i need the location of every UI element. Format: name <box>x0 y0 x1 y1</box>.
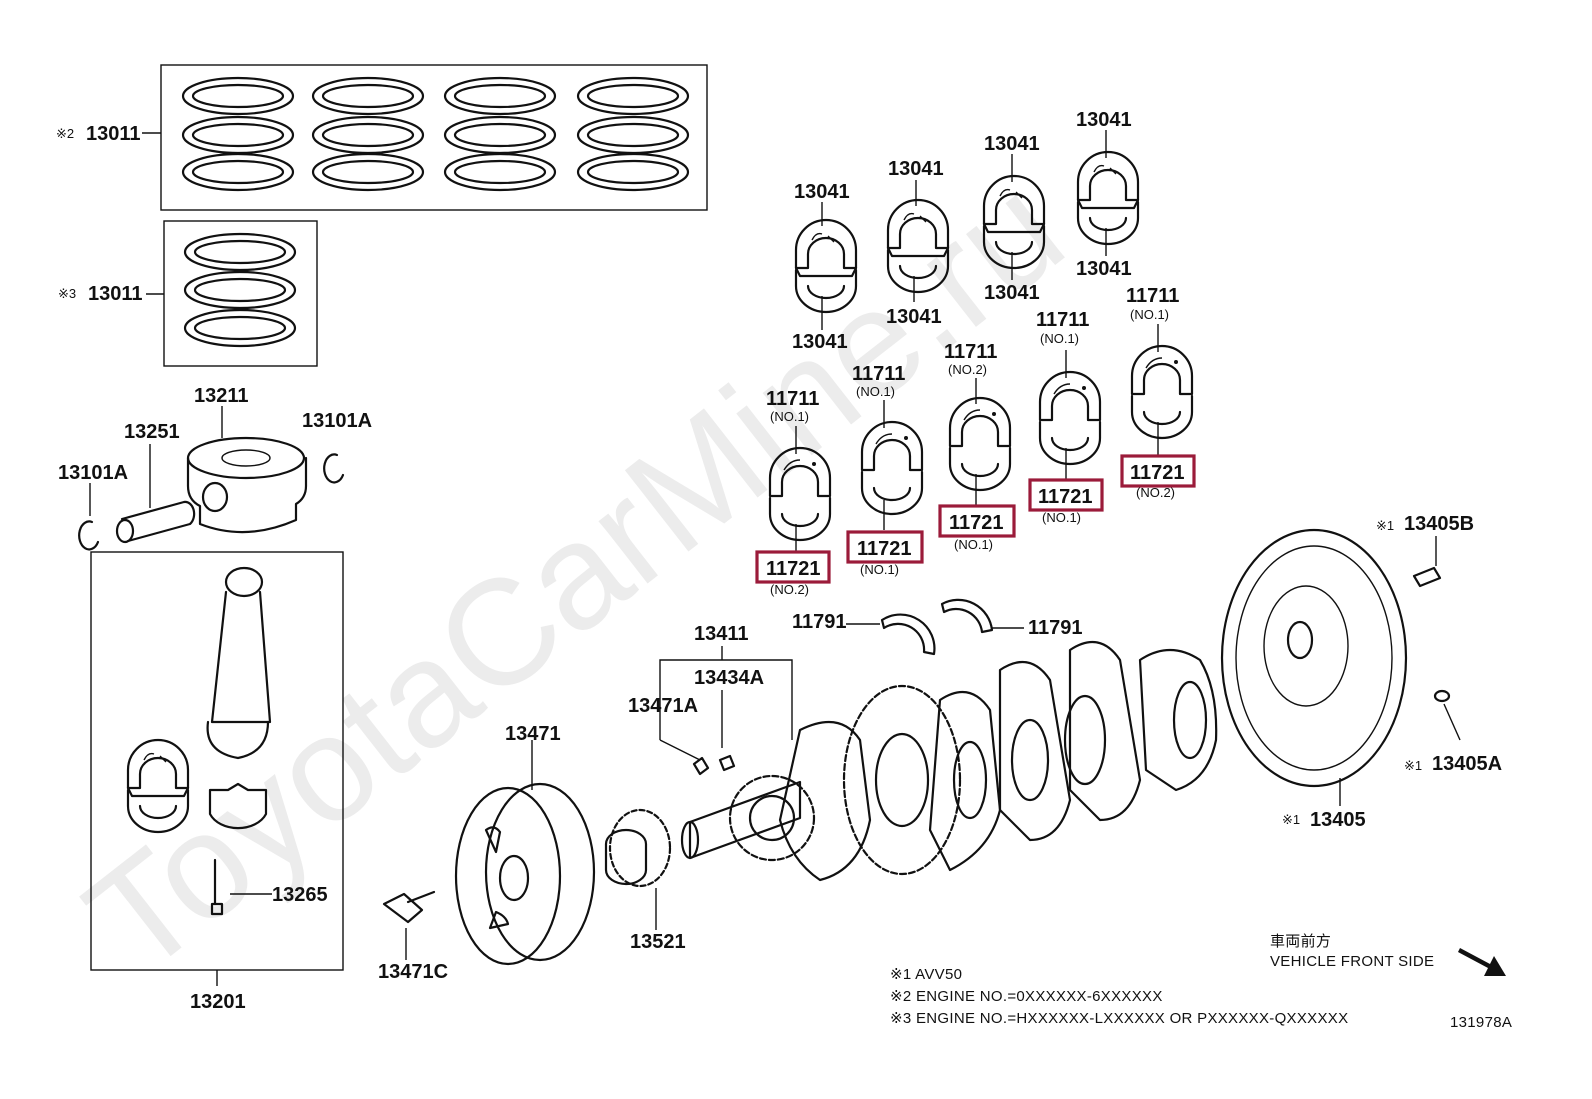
direction-jp: 車両前方 <box>1270 933 1331 950</box>
label-13471: 13471 <box>505 723 561 745</box>
sub-11721-m1: (NO.2) <box>770 582 809 597</box>
direction-en: VEHICLE FRONT SIDE <box>1270 953 1434 970</box>
sub-11721-m5: (NO.2) <box>1136 485 1175 500</box>
label-13041-r2-bottom: 13041 <box>886 306 942 328</box>
piston-ring-set-3: ※3 13011 <box>58 220 318 367</box>
note-1: ※1 AVV50 <box>890 966 962 983</box>
note-mark-1-pin: ※1 <box>1404 758 1422 773</box>
main-bearing-5: 11711 (NO.1) 11721 (NO.2) <box>1120 285 1196 500</box>
label-13041-r2-top: 13041 <box>888 158 944 180</box>
label-13405: 13405 <box>1310 809 1366 831</box>
thrust-washer-right: 11791 <box>940 598 1083 639</box>
figure-id: 131978A <box>1450 1014 1512 1031</box>
main-bearing-1: 11711 (NO.1) 11721 (NO.2) <box>755 388 832 597</box>
sub-11711-m4: (NO.1) <box>1040 331 1079 346</box>
label-11721-m3: 11721 <box>949 512 1004 534</box>
footnotes: ※1 AVV50 ※2 ENGINE NO.=0XXXXXX-6XXXXXX ※… <box>890 966 1348 1027</box>
thrust-washer-left: 11791 <box>792 611 936 656</box>
rod-bearing-1: 13041 13041 <box>792 181 858 353</box>
rod-bearing-2: 13041 13041 <box>886 158 950 328</box>
label-11721-m4: 11721 <box>1038 486 1093 508</box>
label-13471A: 13471A <box>628 695 698 717</box>
main-bearing-4: 11711 (NO.1) 11721 (NO.1) <box>1028 309 1104 525</box>
note-mark-3: ※3 <box>58 286 76 301</box>
sub-11711-m2: (NO.1) <box>856 384 895 399</box>
label-13201: 13201 <box>190 991 246 1013</box>
pulley-bolt: 13471C <box>378 890 448 983</box>
label-11791-left: 11791 <box>792 611 847 633</box>
label-13411: 13411 <box>694 623 749 645</box>
piston-ring-set-2: ※2 13011 <box>56 64 708 211</box>
rod-bearing-4: 13041 13041 <box>1076 109 1140 280</box>
front-arrow-icon <box>1458 948 1506 976</box>
sub-11721-m4: (NO.1) <box>1042 510 1081 525</box>
sub-11721-m3: (NO.1) <box>954 537 993 552</box>
label-13521: 13521 <box>630 931 686 953</box>
label-11721-m5: 11721 <box>1130 462 1185 484</box>
label-13041-r1-bottom: 13041 <box>792 331 848 353</box>
sub-11711-m3: (NO.2) <box>948 362 987 377</box>
main-bearing-2: 11711 (NO.1) 11721 (NO.1) <box>846 363 924 577</box>
label-11721-m1: 11721 <box>766 558 821 580</box>
flywheel-pin: ※1 13405A <box>1404 689 1502 775</box>
label-13471C: 13471C <box>378 961 448 983</box>
sub-11711-m5: (NO.1) <box>1130 307 1169 322</box>
label-11721-m2: 11721 <box>857 538 912 560</box>
label-11711-m5: 11711 <box>1126 285 1179 307</box>
connecting-rod-assembly: 13265 13201 <box>90 551 344 1013</box>
note-mark-1-bolt: ※1 <box>1376 518 1394 533</box>
crankshaft-pulley: 13471 <box>454 723 596 966</box>
label-13011-set2: 13011 <box>86 123 141 145</box>
label-13405A: 13405A <box>1432 753 1502 775</box>
main-bearing-3: 11711 (NO.2) 11721 (NO.1) <box>938 341 1016 552</box>
piston-pin: 13251 <box>115 421 196 544</box>
flywheel-bolt: ※1 13405B <box>1376 513 1474 588</box>
label-13211: 13211 <box>194 385 249 407</box>
label-11711-m1: 11711 <box>766 388 819 410</box>
crank-key-group: 13411 13434A 13471A <box>628 623 793 776</box>
sub-11721-m2: (NO.1) <box>860 562 899 577</box>
label-13041-r3-bottom: 13041 <box>984 282 1040 304</box>
note-mark-2: ※2 <box>56 126 74 141</box>
snap-ring-left: 13101A <box>58 462 128 551</box>
label-13011-set3: 13011 <box>88 283 143 305</box>
label-13251: 13251 <box>124 421 180 443</box>
label-11791-right: 11791 <box>1028 617 1083 639</box>
label-13405B: 13405B <box>1404 513 1474 535</box>
label-13101A-right: 13101A <box>302 410 372 432</box>
note-3: ※3 ENGINE NO.=HXXXXXX-LXXXXXX OR PXXXXXX… <box>890 1010 1348 1027</box>
note-2: ※2 ENGINE NO.=0XXXXXX-6XXXXXX <box>890 988 1163 1005</box>
label-11711-m3: 11711 <box>944 341 997 363</box>
label-13434A: 13434A <box>694 667 764 689</box>
label-13041-r4-top: 13041 <box>1076 109 1132 131</box>
note-mark-1-flywheel: ※1 <box>1282 812 1300 827</box>
rod-bearing-3: 13041 13041 <box>982 133 1046 304</box>
sub-11711-m1: (NO.1) <box>770 409 809 424</box>
label-13041-r1-top: 13041 <box>794 181 850 203</box>
label-13041-r3-top: 13041 <box>984 133 1040 155</box>
snap-ring-right: 13101A <box>302 410 372 484</box>
label-13265: 13265 <box>272 884 328 906</box>
label-11711-m2: 11711 <box>852 363 905 385</box>
label-11711-m4: 11711 <box>1036 309 1089 331</box>
vehicle-front-indicator: 車両前方 VEHICLE FRONT SIDE <box>1270 933 1506 976</box>
crank-timing-gear: 13521 <box>604 808 686 953</box>
label-13101A-left: 13101A <box>58 462 128 484</box>
label-13041-r4-bottom: 13041 <box>1076 258 1132 280</box>
crankshaft <box>680 640 1218 882</box>
piston: 13211 <box>186 385 308 534</box>
flywheel: ※1 13405 <box>1220 528 1408 831</box>
